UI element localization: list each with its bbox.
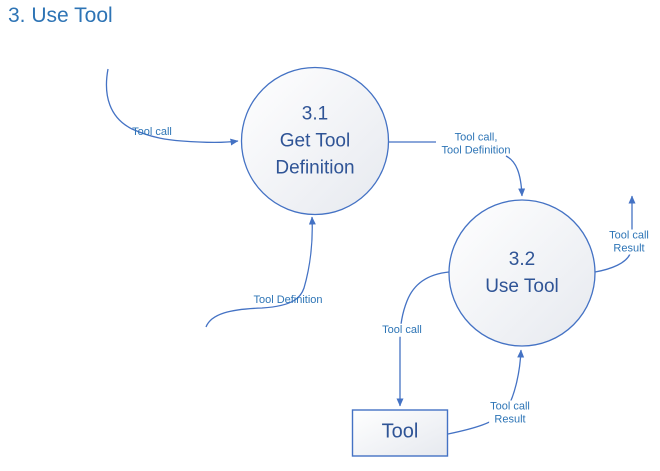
edge-label-tool-definition-return: Tool Definition (253, 293, 323, 306)
process-name-line: Definition (275, 157, 355, 179)
entity-node-tool (351, 409, 449, 457)
process-number: 3.2 (508, 249, 536, 270)
page-title: 3. Use Tool (8, 4, 113, 27)
edge-label-tool-call-result-from-tool: Tool call Result (489, 400, 531, 426)
process-name-line: Use Tool (485, 276, 559, 297)
process-name-line: Get Tool (279, 130, 351, 152)
process-node-get-tool-definition (240, 66, 390, 216)
process-node-use-tool (448, 199, 596, 347)
entity-label-tool: Tool (381, 420, 419, 443)
process-number: 3.1 (301, 103, 329, 125)
process-label-get-tool-definition: 3.1 Get Tool Definition (275, 101, 354, 182)
process-label-use-tool: 3.2 Use Tool (485, 246, 559, 300)
edge-label-tool-call-to-tool: Tool call (381, 323, 423, 337)
edge-tool-call-to-tool (396, 271, 450, 407)
edge-label-tool-call-tool-definition: Tool call, Tool Definition (441, 131, 511, 157)
edge-label-tool-call-input: Tool call (132, 125, 172, 138)
edge-tool-definition-return (205, 216, 316, 328)
edge-tool-call-tool-definition-arrow (505, 155, 526, 197)
edge-tool-call-input (105, 68, 239, 146)
edge-label-tool-call-result-output: Tool call Result (608, 229, 650, 255)
